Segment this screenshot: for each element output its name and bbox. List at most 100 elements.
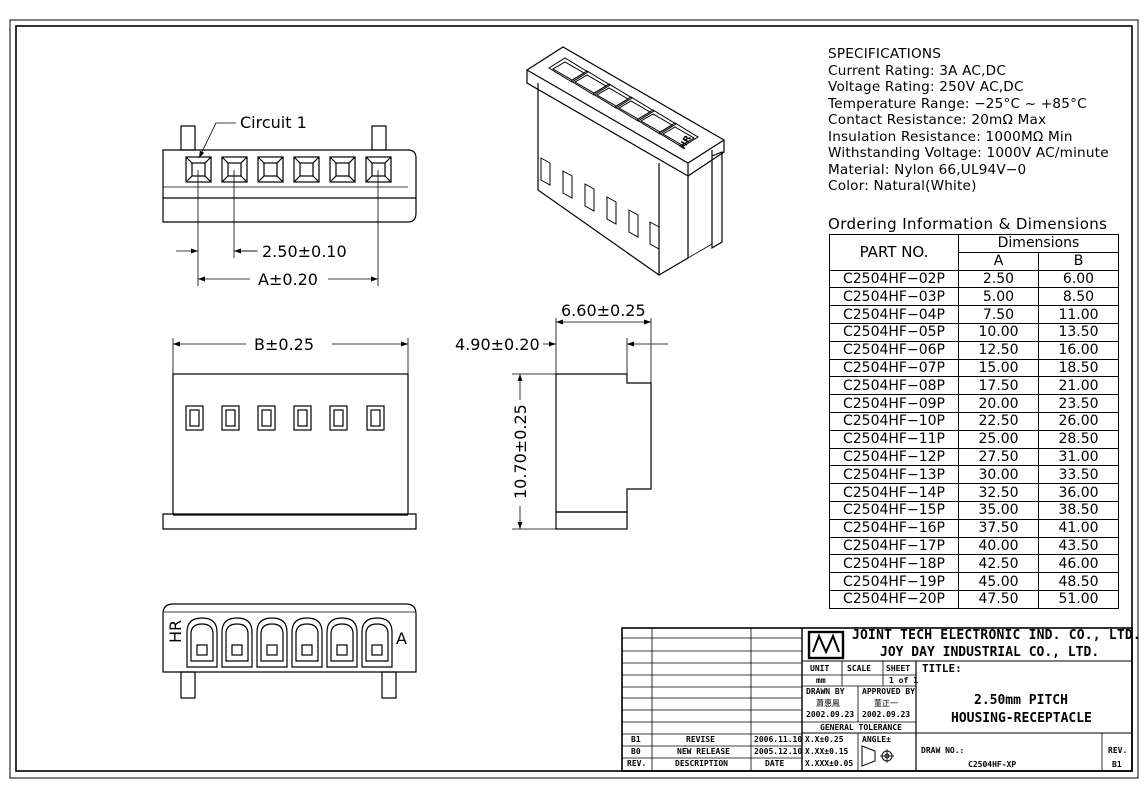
part-number-cell: C2504HF−05P	[829, 322, 959, 342]
part-number-cell: C2504HF−08P	[829, 376, 959, 396]
part-number-cell: C2504HF−20P	[829, 589, 959, 609]
dimension-b-cell: 43.50	[1038, 536, 1119, 556]
dimension-b-cell: 31.00	[1038, 447, 1119, 467]
dimension-a-cell: 42.50	[958, 554, 1039, 574]
part-number-cell: C2504HF−03P	[829, 287, 959, 307]
part-number-cell: C2504HF−07P	[829, 358, 959, 378]
part-number-cell: C2504HF−17P	[829, 536, 959, 556]
title-label: TITLE:	[922, 662, 962, 675]
dimension-a-cell: 35.00	[958, 500, 1039, 520]
side-view	[512, 318, 668, 530]
spec-line: Withstanding Voltage: 1000V AC/minute	[828, 145, 1109, 161]
circuit-1-callout: Circuit 1	[240, 113, 307, 132]
revision-row-description: REVISE	[686, 735, 715, 744]
spec-line: Voltage Rating: 250V AC,DC	[828, 79, 1024, 95]
dimension-a-cell: 10.00	[958, 322, 1039, 342]
dimension-a-cell: 5.00	[958, 287, 1039, 307]
part-number-cell: C2504HF−18P	[829, 554, 959, 574]
outer-frame	[9, 19, 1139, 779]
isometric-cavities	[548, 57, 699, 148]
part-number-cell: C2504HF−04P	[829, 305, 959, 324]
approved-by-label: APPROVED BY	[862, 687, 915, 696]
dimension-a-cell: 40.00	[958, 536, 1039, 556]
dimension-b-label: B±0.25	[254, 335, 314, 354]
spec-line: Current Rating: 3A AC,DC	[828, 62, 1007, 79]
dimension-a-cell: 17.50	[958, 376, 1039, 396]
spec-line: Material: Nylon 66,UL94V−0	[828, 161, 1027, 178]
dimension-b-cell: 46.00	[1038, 554, 1119, 574]
general-tolerance-label: GENERAL TOLERANCE	[820, 723, 902, 732]
side-depth-label: 6.60±0.25	[561, 301, 646, 320]
dimension-b-cell: 16.00	[1038, 340, 1119, 360]
bottom-view	[162, 603, 417, 699]
part-number-cell: C2504HF−02P	[829, 269, 959, 289]
dimension-b-cell: 13.50	[1038, 322, 1119, 342]
title-block-grid	[621, 627, 1133, 772]
revision-value: B1	[1112, 760, 1122, 769]
revision-label: REV.	[1108, 746, 1128, 755]
part-number-cell: C2504HF−10P	[829, 411, 959, 431]
part-number-header: PART NO.	[829, 234, 959, 271]
front-depth-label: 4.90±0.20	[455, 335, 540, 354]
hr-marking: HR	[166, 620, 185, 643]
isometric-view: HR	[525, 46, 726, 277]
dimension-a-cell: 25.00	[958, 429, 1039, 449]
revision-row-rev: B1	[631, 735, 641, 744]
dimension-a-cell: 32.50	[958, 483, 1039, 502]
dimension-b-cell: 26.00	[1038, 411, 1119, 431]
dimension-a-cell: 7.50	[958, 305, 1039, 324]
part-number-cell: C2504HF−19P	[829, 572, 959, 591]
a-marking: A	[396, 629, 407, 648]
specifications-block: SPECIFICATIONS Current Rating: 3A AC,DC …	[828, 46, 1109, 195]
top-view-cavities	[185, 156, 392, 183]
part-number-cell: C2504HF−13P	[829, 465, 959, 485]
drawing-title-line-1: 2.50mm PITCH	[974, 693, 1068, 708]
height-dimension-label: 10.70±0.25	[511, 404, 530, 499]
dimension-a-cell: 27.50	[958, 447, 1039, 467]
spec-line: Temperature Range: −25°C ~ +85°C	[828, 95, 1087, 112]
dimension-b-cell: 18.50	[1038, 358, 1119, 378]
revision-column-description: DESCRIPTION	[675, 759, 728, 768]
dimension-a-cell: 47.50	[958, 589, 1039, 609]
dimension-b-cell: 38.50	[1038, 500, 1119, 520]
revision-column-date: DATE	[765, 759, 785, 768]
drawing-title-line-2: HOUSING-RECEPTACLE	[951, 711, 1092, 726]
dimension-b-cell: 21.00	[1038, 376, 1119, 396]
drawing-number-label: DRAW NO.:	[921, 746, 965, 755]
dimension-a-label: A±0.20	[258, 270, 318, 289]
sheet-value: 1 of 1	[889, 676, 918, 685]
dimension-b-cell: 8.50	[1038, 287, 1119, 307]
dimension-a-cell: 45.00	[958, 572, 1039, 591]
part-number-cell: C2504HF−06P	[829, 340, 959, 360]
drawn-by-label: DRAWN BY	[806, 687, 845, 696]
part-number-cell: C2504HF−15P	[829, 500, 959, 520]
dimension-b-cell: 28.50	[1038, 429, 1119, 449]
dimension-b-header: B	[1038, 251, 1119, 271]
isometric-windows	[540, 157, 660, 250]
specifications-heading: SPECIFICATIONS	[828, 46, 942, 62]
spec-line: Contact Resistance: 20mΩ Max	[828, 112, 1047, 128]
dimension-a-cell: 15.00	[958, 358, 1039, 378]
tolerance-two-decimal: X.XX±0.15	[805, 747, 849, 756]
